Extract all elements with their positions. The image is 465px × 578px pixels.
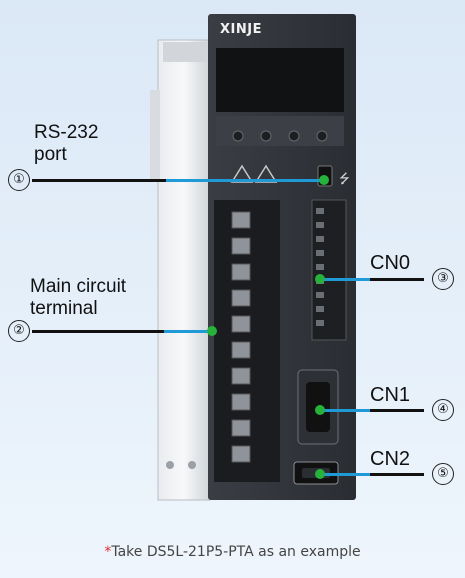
leader-line-2-blue — [164, 330, 214, 333]
footnote-text: Take DS5L-21P5-PTA as an example — [111, 544, 361, 560]
leader-line-5-black — [370, 473, 424, 476]
leader-line-4-blue — [320, 409, 370, 412]
panel-button — [288, 130, 300, 142]
leader-line-1-blue — [166, 179, 322, 182]
callout-number-1: ① — [8, 169, 30, 191]
leader-dot-4 — [315, 405, 325, 415]
leader-dot-3 — [315, 274, 325, 284]
warning-icon — [230, 164, 254, 183]
brand-logo: XINJE — [220, 22, 262, 37]
panel-button — [316, 130, 328, 142]
terminal-screws — [231, 211, 251, 463]
panel-button — [232, 130, 244, 142]
rs232-port-label: RS-232 port — [34, 122, 99, 165]
leader-line-3-blue — [322, 278, 370, 281]
leader-line-1-black — [32, 179, 166, 182]
footnote: *Take DS5L-21P5-PTA as an example — [0, 544, 465, 560]
leader-line-2-black — [32, 330, 164, 333]
leader-line-4-black — [370, 409, 424, 412]
leader-line-5-blue — [320, 473, 370, 476]
leader-dot-2 — [207, 326, 217, 336]
cn0-label: CN0 — [370, 252, 411, 274]
leader-dot-1 — [319, 175, 329, 185]
callout-number-5: ⑤ — [432, 463, 454, 485]
display-window — [216, 48, 344, 112]
warning-icon — [254, 164, 278, 183]
heatsink — [157, 39, 211, 501]
cn1-label: CN1 — [370, 384, 411, 406]
leader-dot-5 — [315, 469, 325, 479]
callout-number-4: ④ — [432, 399, 454, 421]
leader-line-3-black — [370, 278, 424, 281]
footnote-star: * — [104, 544, 112, 560]
callout-number-2: ② — [8, 320, 30, 342]
main-circuit-terminal-label: Main circuit terminal — [30, 276, 127, 319]
callout-number-3: ③ — [432, 268, 454, 290]
cn2-label: CN2 — [370, 448, 411, 470]
panel-buttons — [232, 130, 328, 142]
usb-icon: ⭍ — [339, 172, 350, 187]
panel-button — [260, 130, 272, 142]
